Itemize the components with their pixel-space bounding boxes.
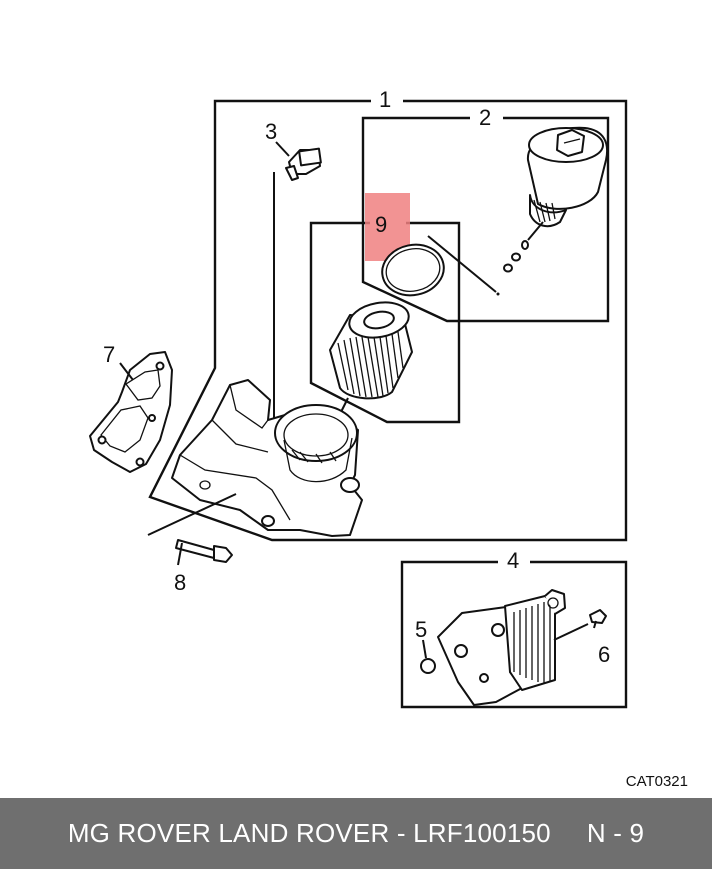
frame-2-outline xyxy=(361,116,610,323)
frame-9-outline xyxy=(309,221,461,424)
callout-7: 7 xyxy=(103,342,115,367)
callout-2: 2 xyxy=(479,105,491,130)
footer-ref: N - 9 xyxy=(586,818,645,848)
callout-9: 9 xyxy=(375,212,387,237)
o-ring-part xyxy=(420,658,436,674)
exploded-parts-diagram: 1 2 3 4 5 6 7 8 9 CAT0321 xyxy=(89,87,688,790)
callout-3: 3 xyxy=(265,119,277,144)
callout-2-leader-seal xyxy=(427,235,497,293)
callout-5: 5 xyxy=(415,617,427,642)
sensor-part xyxy=(285,147,322,181)
gasket-part xyxy=(89,351,173,473)
oil-cooler-part xyxy=(437,589,566,706)
callout-1: 1 xyxy=(379,87,391,112)
footer-bar: MG ROVER LAND ROVER - LRF100150 N - 9 xyxy=(0,798,712,869)
bolt-part xyxy=(175,539,233,563)
callout-4: 4 xyxy=(507,548,519,573)
callout-6: 6 xyxy=(598,642,610,667)
filter-element-part xyxy=(329,301,413,400)
filter-housing-part xyxy=(171,379,363,537)
seal-ring-part xyxy=(381,243,445,297)
filter-cap-part xyxy=(503,126,608,273)
footer-title: MG ROVER LAND ROVER - LRF100150 xyxy=(67,818,551,848)
callout-8: 8 xyxy=(174,570,186,595)
small-bolt-part xyxy=(589,609,607,629)
catalog-reference: CAT0321 xyxy=(626,773,688,790)
frame-4-outline xyxy=(400,560,628,709)
frame-1-outline xyxy=(148,99,628,542)
